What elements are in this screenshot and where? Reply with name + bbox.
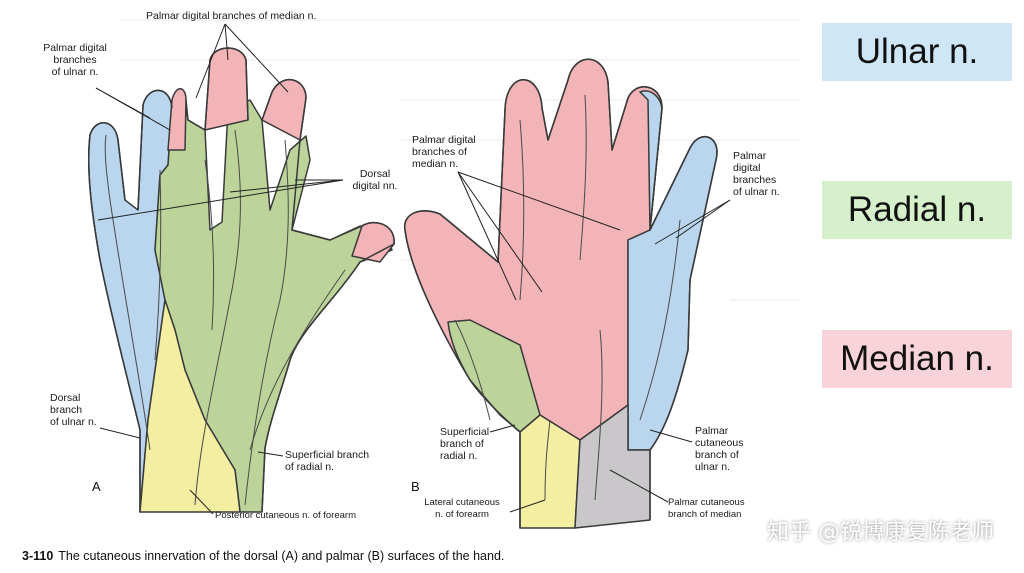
label-dorsal-digital: Dorsal digital nn. <box>352 168 398 192</box>
label-palmar-cutaneous-median: Palmar cutaneous branch of median <box>668 497 745 520</box>
panel-label-b: B <box>411 479 420 494</box>
legend-radial: Radial n. <box>822 181 1012 239</box>
legend-median: Median n. <box>822 330 1012 388</box>
caption-number: 3-110 <box>22 549 54 563</box>
legend-ulnar: Ulnar n. <box>822 23 1012 81</box>
hand-a-dorsal <box>88 47 395 513</box>
leader-lines <box>95 23 731 515</box>
panel-label-a: A <box>92 479 101 494</box>
legend-median-label: Median n. <box>840 339 994 378</box>
hand-a-nerves <box>104 129 346 506</box>
label-lateral-cutaneous: Lateral cutaneous n. of forearm <box>424 497 500 520</box>
hand-b-outline <box>404 58 718 528</box>
label-palmar-digital-median-top: Palmar digital branches of median n. <box>146 10 317 22</box>
label-posterior-cutaneous: Posterior cutaneous n. of forearm <box>215 510 356 521</box>
legend-ulnar-label: Ulnar n. <box>855 32 979 71</box>
label-palmar-cutaneous-ulnar: Palmar cutaneous branch of ulnar n. <box>695 425 744 473</box>
caption-text: The cutaneous innervation of the dorsal … <box>58 549 505 563</box>
label-palmar-digital-median-b: Palmar digital branches of median n. <box>412 134 476 170</box>
label-superficial-branch-radial-a: Superficial branch of radial n. <box>285 449 370 473</box>
hand-b-palmar <box>404 58 718 529</box>
watermark: 知乎 @锐博康复陈老师 <box>767 520 994 545</box>
hand-b-nerves <box>454 94 681 501</box>
label-dorsal-branch-ulnar: Dorsal branch of ulnar n. <box>50 392 97 428</box>
label-superficial-branch-radial-b: Superficial branch of radial n. <box>440 426 490 462</box>
figure-caption: 3-110 The cutaneous innervation of the do… <box>22 549 504 563</box>
hand-a-median-tip-ring <box>167 88 187 151</box>
legend-radial-label: Radial n. <box>847 190 987 229</box>
hand-a-outline <box>88 47 395 513</box>
label-palmar-digital-ulnar-a: Palmar digital branches of ulnar n. <box>43 42 107 78</box>
hand-a-forearm-zone <box>139 299 241 513</box>
label-palmar-digital-ulnar-b: Palmar digital branches of ulnar n. <box>733 150 780 198</box>
hand-a-median-tip-index <box>204 47 249 131</box>
